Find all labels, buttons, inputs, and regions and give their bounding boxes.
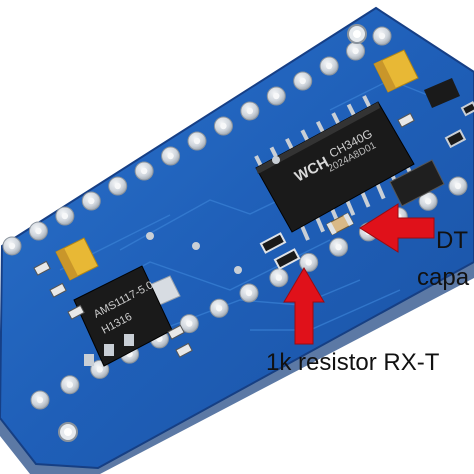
header-pad-hole xyxy=(88,197,95,205)
header-pad-hole xyxy=(66,381,74,388)
header-pad-hole xyxy=(424,198,432,205)
usb-serial-chip: WCH CH340G 2024A8D01 xyxy=(254,95,416,241)
header-pad-hole xyxy=(454,182,462,190)
header-pad-hole xyxy=(305,259,312,266)
rx-tx-resistors xyxy=(259,232,301,270)
header-pad-hole xyxy=(215,305,223,312)
header-pad-hole xyxy=(35,227,42,235)
header-pad-hole xyxy=(167,152,174,160)
annotation-resistor: 1k resistor RX-T xyxy=(266,349,440,376)
header-pad-hole xyxy=(114,182,121,190)
chip-pin xyxy=(375,183,386,200)
header-pad-hole xyxy=(352,47,359,55)
chip-pin xyxy=(345,200,356,216)
chip-pin xyxy=(315,216,325,233)
chip-pin xyxy=(362,95,372,109)
header-pad-hole xyxy=(193,137,201,145)
header-pads-top xyxy=(2,26,392,256)
voltage-regulator: AMS1117-5.0 H1316 xyxy=(73,265,181,367)
header-pad-hole xyxy=(273,92,280,100)
header-pad-hole xyxy=(61,212,69,220)
header-pad-hole xyxy=(36,396,44,404)
chip-pin xyxy=(346,103,357,118)
header-pad-hole xyxy=(186,320,193,327)
header-pad-hole xyxy=(335,243,342,251)
header-pad-hole xyxy=(220,122,227,130)
header-pad-hole xyxy=(275,274,283,281)
header-pad-hole xyxy=(140,167,148,175)
annotation-dtr-line2: capa xyxy=(417,264,470,291)
annotation-dtr-line1: DT xyxy=(436,227,468,254)
tantalum-capacitor-right xyxy=(373,49,419,93)
tantalum-capacitor-left xyxy=(55,237,99,281)
chip-pin xyxy=(360,192,371,208)
header-pads-bottom xyxy=(30,176,468,410)
header-pad-hole xyxy=(325,62,333,70)
header-pad-hole xyxy=(8,242,16,250)
header-pad-hole xyxy=(246,107,254,115)
mounting-holes xyxy=(58,24,367,442)
smd-components xyxy=(33,78,474,358)
header-pad-hole xyxy=(299,77,306,85)
dtr-capacitor xyxy=(326,212,354,236)
arrow-to-resistors xyxy=(283,267,325,345)
chip-pin xyxy=(300,225,310,241)
header-pad-hole xyxy=(96,366,103,373)
arrow-to-capacitor xyxy=(359,203,435,253)
header-pad-hole xyxy=(245,289,253,297)
header-pad-hole xyxy=(378,32,386,40)
